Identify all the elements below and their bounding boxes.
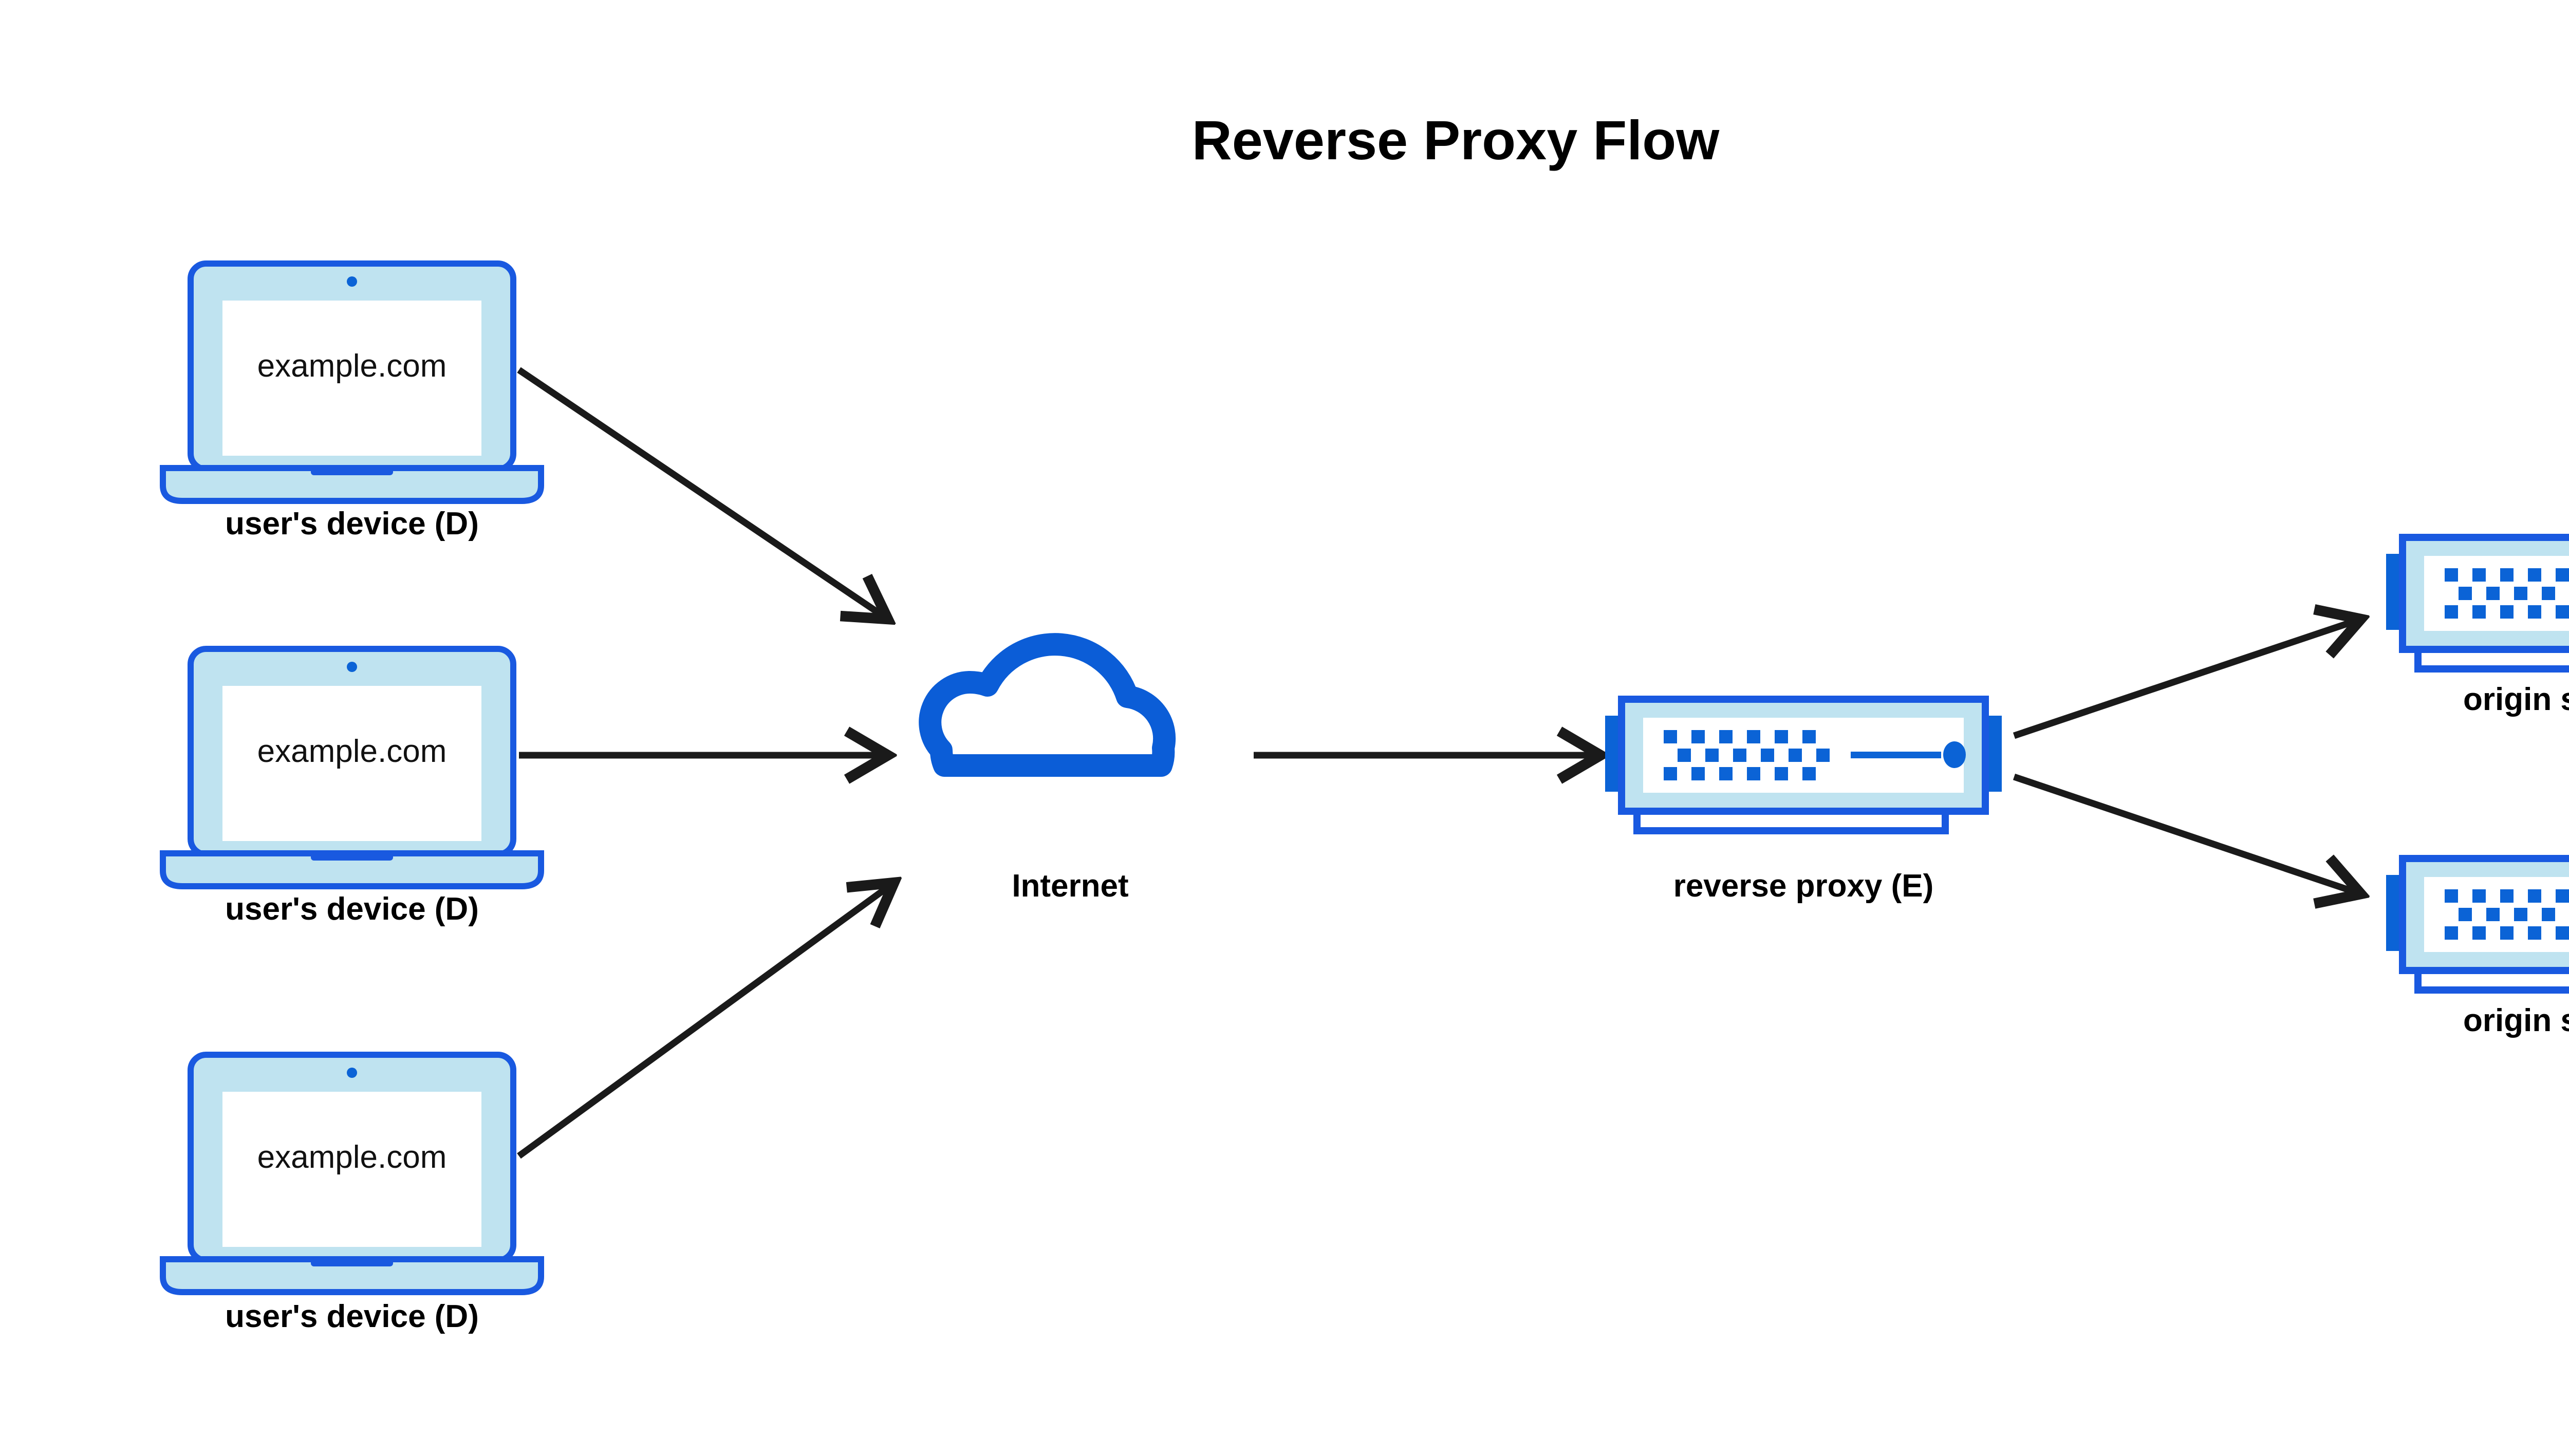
edge-device-top-to-internet	[517, 367, 888, 619]
device-screen-text: example.com	[257, 734, 447, 769]
node-user-device-middle[interactable]: example.com user's device (D)	[163, 649, 541, 927]
node-label-user-device-bottom: user's device (D)	[225, 1299, 479, 1334]
edge-reverse-proxy-to-origin-bottom	[2013, 773, 2361, 894]
server-icon	[1605, 699, 2002, 831]
device-screen-text: example.com	[257, 1140, 447, 1175]
server-icon	[2386, 858, 2569, 990]
node-origin-server-bottom[interactable]: origin server (F)	[2386, 858, 2569, 1038]
node-internet[interactable]: Internet	[930, 644, 1164, 904]
edges-layer	[517, 367, 2361, 1159]
node-label-user-device-middle: user's device (D)	[225, 891, 479, 927]
node-label-internet: Internet	[1012, 868, 1128, 904]
node-user-device-bottom[interactable]: example.com user's device (D)	[163, 1055, 541, 1334]
node-label-reverse-proxy: reverse proxy (E)	[1673, 868, 1934, 904]
edge-reverse-proxy-to-origin-top	[2013, 619, 2361, 739]
edge-device-bottom-to-internet	[517, 883, 894, 1159]
node-user-device-top[interactable]: example.com user's device (D)	[163, 264, 541, 542]
cloud-icon	[930, 644, 1164, 766]
device-screen-text: example.com	[257, 348, 447, 384]
page-title: Reverse Proxy Flow	[1192, 109, 1720, 171]
server-icon	[2386, 537, 2569, 669]
node-label-user-device-top: user's device (D)	[225, 506, 479, 542]
node-reverse-proxy[interactable]: reverse proxy (E)	[1605, 699, 2002, 904]
node-label-origin-server-top: origin server (F)	[2463, 682, 2569, 717]
node-label-origin-server-bottom: origin server (F)	[2463, 1003, 2569, 1038]
node-origin-server-top[interactable]: origin server (F)	[2386, 537, 2569, 717]
